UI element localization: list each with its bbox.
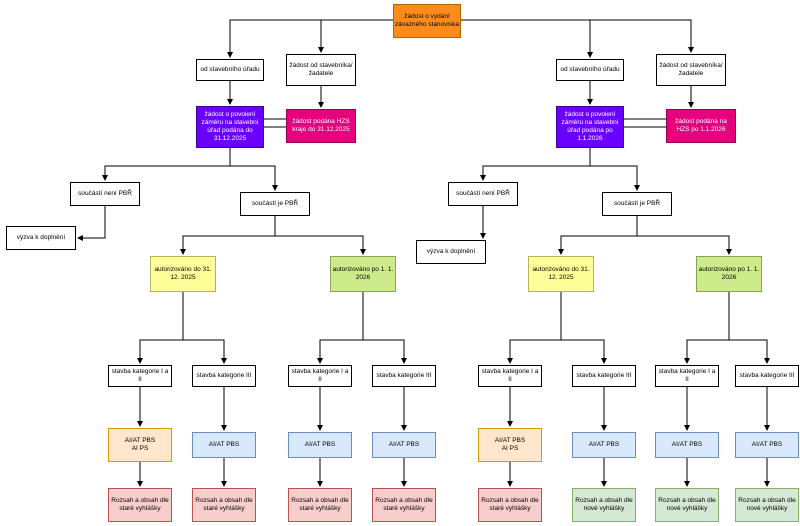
connector bbox=[637, 235, 732, 255]
node-left-no-pbr: součástí není PBŘ bbox=[70, 182, 140, 206]
connector bbox=[461, 19, 694, 53]
node-left-from-applicant: žádost od stavebníka/ žadatele bbox=[286, 54, 356, 86]
node-right-authorized-after-2026: autorizováno po 1. 1. 2026 bbox=[696, 256, 762, 292]
node-right-scope-old-decree: Rozsah a obsah dle staré vyhlášky bbox=[478, 488, 542, 522]
node-left-scope-old-decree-4: Rozsah a obsah dle staré vyhlášky bbox=[372, 488, 436, 522]
node-left-category-1-2-b: stavba kategorie I a II bbox=[288, 365, 352, 387]
node-right-no-pbr: součástí není PBŘ bbox=[448, 182, 518, 206]
node-right-call-for-completion: výzva k doplnění bbox=[416, 240, 486, 264]
node-right-engineer-aiat-pbs-ai-ps: AI/AT PBS AI PS bbox=[478, 428, 542, 462]
connector bbox=[507, 339, 561, 364]
node-left-engineer-aiat-pbs-ai-ps: AI/AT PBS AI PS bbox=[108, 428, 172, 462]
node-right-engineer-aiat-pbs-2: AI/AT PBS bbox=[655, 432, 719, 458]
node-right-engineer-aiat-pbs-3: AI/AT PBS bbox=[735, 432, 799, 458]
node-start-request: žádost o vydání závazného stanoviska bbox=[393, 4, 461, 38]
connector bbox=[590, 165, 640, 191]
node-left-request-building-office-before-2026: žádost o povolení záměru na stavební úřa… bbox=[196, 106, 264, 148]
connector bbox=[227, 19, 393, 58]
connector bbox=[77, 206, 106, 241]
node-right-category-3-b: stavba kategorie III bbox=[735, 365, 799, 387]
connector bbox=[561, 339, 607, 364]
connector bbox=[230, 165, 278, 191]
node-right-category-1-2-b: stavba kategorie I a II bbox=[655, 365, 719, 387]
node-right-scope-new-decree-2: Rozsah a obsah dle nové vyhlášky bbox=[655, 488, 719, 522]
node-right-has-pbr: součástí je PBŘ bbox=[602, 192, 672, 216]
connector bbox=[480, 165, 590, 181]
node-left-request-hzs-before-2026: žádost podána HZS kraje do 31.12.2025 bbox=[286, 109, 356, 143]
node-left-category-3-a: stavba kategorie III bbox=[192, 365, 256, 387]
node-right-from-building-office: od stavebního úřadu bbox=[556, 59, 624, 81]
connector bbox=[180, 235, 275, 255]
node-left-category-1-2-a: stavba kategorie I a II bbox=[108, 365, 172, 387]
node-right-scope-new-decree-1: Rozsah a obsah dle nové vyhlášky bbox=[572, 488, 636, 522]
connector bbox=[137, 339, 183, 364]
node-right-category-1-2-a: stavba kategorie I a II bbox=[478, 365, 542, 387]
connector bbox=[558, 235, 637, 255]
node-right-engineer-aiat-pbs-1: AI/AT PBS bbox=[572, 432, 636, 458]
node-left-engineer-aiat-pbs-2: AI/AT PBS bbox=[288, 432, 352, 458]
connector bbox=[317, 339, 363, 364]
node-left-scope-old-decree-3: Rozsah a obsah dle staré vyhlášky bbox=[288, 488, 352, 522]
connector bbox=[684, 339, 729, 364]
node-left-engineer-aiat-pbs-3: AI/AT PBS bbox=[372, 432, 436, 458]
connector bbox=[275, 235, 366, 255]
node-left-category-3-b: stavba kategorie III bbox=[372, 365, 436, 387]
node-right-request-building-office-after-2026: žádost o povolení záměru na stavební úřa… bbox=[556, 106, 624, 148]
node-left-authorized-before-2026: autorizováno do 31. 12. 2025 bbox=[150, 256, 216, 292]
node-left-from-building-office: od stavebního úřadu bbox=[196, 59, 264, 81]
node-left-authorized-after-2026: autorizováno po 1. 1. 2026 bbox=[330, 256, 396, 292]
node-left-has-pbr: součástí je PBŘ bbox=[240, 192, 310, 216]
node-left-engineer-aiat-pbs-1: AI/AT PBS bbox=[192, 432, 256, 458]
node-right-request-hzs-after-2026: žádost podána na HZS po 1.1.2026 bbox=[666, 109, 736, 143]
node-right-from-applicant: žádost od stavebníka/ žadatele bbox=[656, 54, 726, 86]
connector bbox=[729, 339, 770, 364]
connector bbox=[102, 165, 230, 181]
node-left-call-for-completion: výzva k doplnění bbox=[6, 226, 76, 250]
node-right-scope-new-decree-3: Rozsah a obsah dle nové vyhlášky bbox=[735, 488, 799, 522]
node-right-category-3-a: stavba kategorie III bbox=[572, 365, 636, 387]
connector bbox=[363, 339, 407, 364]
node-left-scope-old-decree-2: Rozsah a obsah dle staré vyhlášky bbox=[192, 488, 256, 522]
node-right-authorized-before-2026: autorizováno do 31. 12. 2025 bbox=[528, 256, 594, 292]
connector bbox=[183, 339, 227, 364]
node-left-scope-old-decree-1: Rozsah a obsah dle staré vyhlášky bbox=[108, 488, 172, 522]
